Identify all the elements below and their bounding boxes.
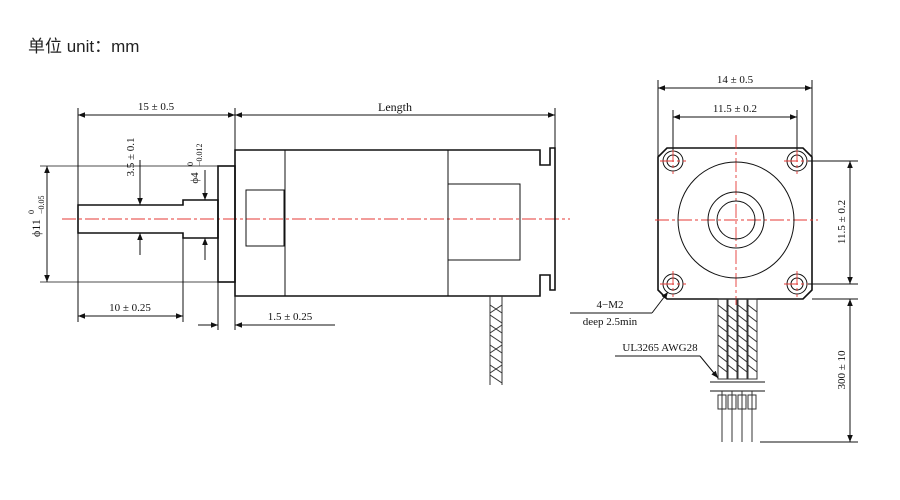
callout-holes-1: 4−M2	[597, 299, 624, 311]
dim-shaft-dia-main: ϕ11	[29, 219, 43, 237]
callout-cable: UL3265 AWG28	[622, 342, 698, 354]
front-view: 14 ± 0.5 11.5 ± 0.2 11.5 ± 0.2 4−M2 deep…	[570, 74, 858, 443]
dim-shaft-dia-tol-bottom: −0.05	[37, 195, 46, 214]
dim-small-dia-main: ϕ4	[189, 172, 201, 184]
front-cable	[710, 298, 765, 442]
inner-rect-right	[447, 183, 521, 261]
dim-cable-len: 300 ± 10	[836, 350, 848, 390]
front-circle-outer	[677, 161, 795, 279]
dim-flat: 3.5 ± 0.1	[125, 137, 137, 176]
dim-shaft-len: 10 ± 0.25	[109, 302, 151, 314]
unit-title: 单位 unit：mm	[28, 37, 140, 56]
dim-front-width: 14 ± 0.5	[717, 74, 754, 86]
boss-outline	[217, 165, 236, 283]
dim-length: Length	[378, 100, 412, 114]
side-view: Length 15 ± 0.5 3.5 ± 0.1 ϕ4 0 −0.012 ϕ1…	[27, 100, 570, 385]
callout-holes-2: deep 2.5min	[583, 316, 638, 328]
dim-small-dia-tol-bottom: −0.012	[195, 143, 204, 166]
mounting-holes	[660, 148, 810, 297]
dim-hole-spacing: 11.5 ± 0.2	[713, 103, 757, 115]
dim-hole-spacing-v: 11.5 ± 0.2	[836, 200, 848, 244]
inner-rect-left	[245, 189, 285, 247]
dim-shaft-dia: ϕ11 0 −0.05	[27, 195, 46, 236]
front-body	[657, 147, 813, 300]
dim-small-dia: ϕ4 0 −0.012	[186, 143, 204, 183]
dim-shaft-dia-tol-top: 0	[27, 210, 36, 214]
dim-boss: 1.5 ± 0.25	[268, 311, 313, 323]
dim-shaft-total: 15 ± 0.5	[138, 101, 175, 113]
side-cable	[489, 296, 503, 385]
front-circle-mid	[707, 191, 765, 249]
dim-small-dia-tol-top: 0	[186, 162, 195, 166]
motor-body	[234, 147, 556, 297]
front-circle-inner	[716, 200, 756, 240]
